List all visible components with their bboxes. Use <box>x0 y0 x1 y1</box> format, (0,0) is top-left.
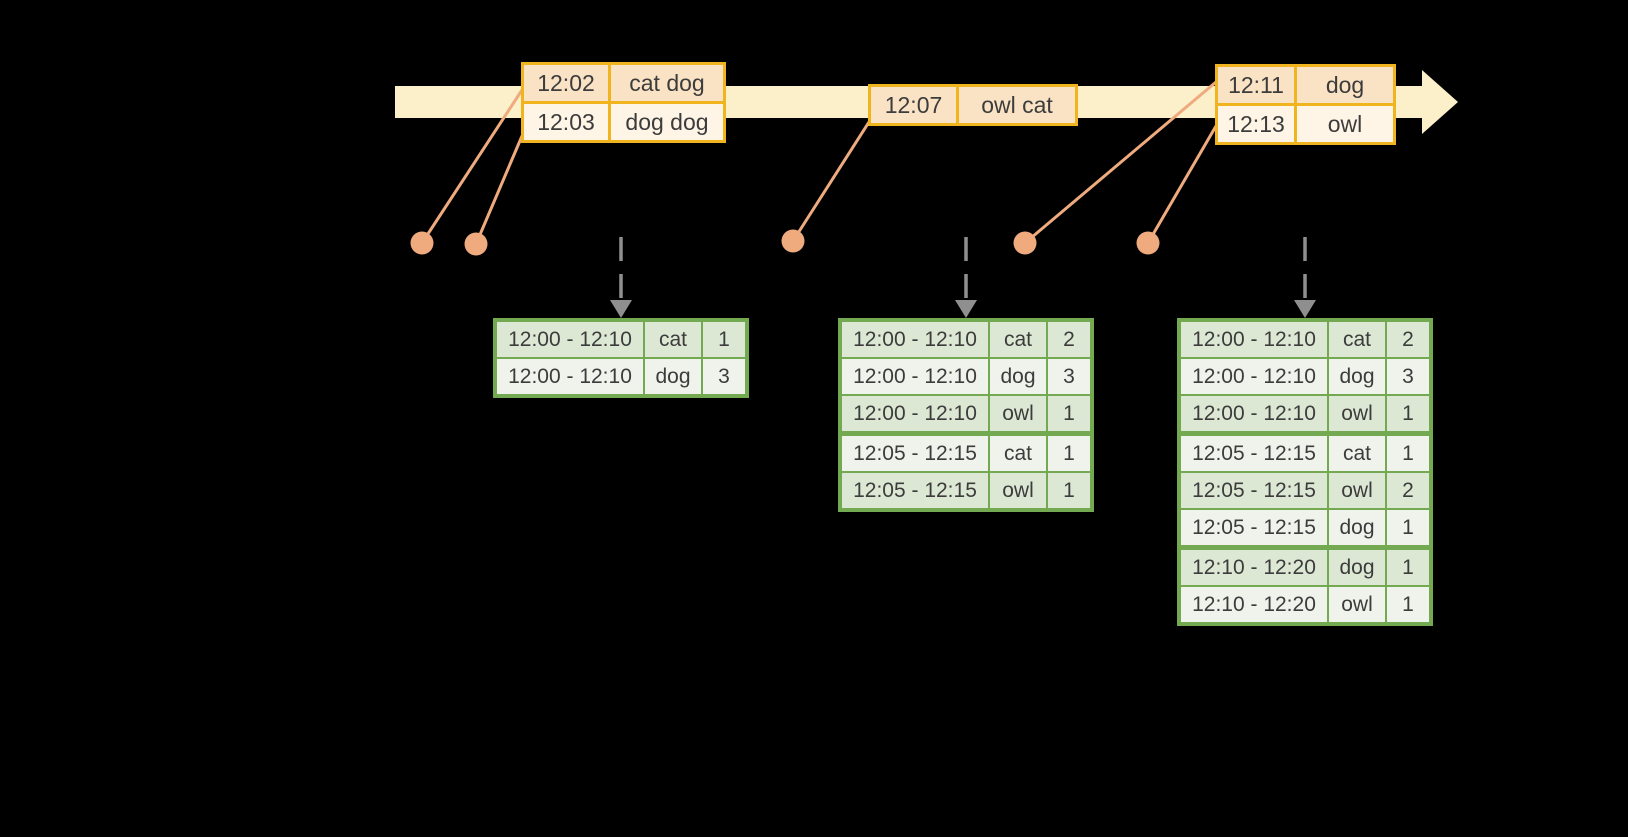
event-connector-line <box>791 120 871 243</box>
event-dot <box>410 231 434 255</box>
table-cell: 12:00 - 12:10 <box>497 322 643 357</box>
table-cell: 12:10 - 12:20 <box>1181 587 1327 622</box>
table-cell: owl <box>990 396 1046 431</box>
table-cell: 12:05 - 12:15 <box>842 473 988 508</box>
table-cell: cat <box>990 322 1046 357</box>
table-cell: owl <box>990 473 1046 508</box>
down-arrow-icon <box>610 300 632 318</box>
event-connector-line <box>420 88 524 245</box>
table-cell: owl <box>1329 473 1385 508</box>
table-cell: 1 <box>1048 473 1090 508</box>
event-connector-line <box>1023 80 1218 245</box>
table-cell: owl <box>1329 587 1385 622</box>
table-cell: 1 <box>1048 396 1090 431</box>
table-cell: 3 <box>703 359 745 394</box>
table-cell: 3 <box>1387 359 1429 394</box>
table-cell: dog dog <box>611 104 723 140</box>
event-dot <box>1013 231 1037 255</box>
table-cell: 1 <box>1387 396 1429 431</box>
table-cell: 1 <box>1387 436 1429 471</box>
table-cell: dog <box>1297 67 1393 103</box>
table-cell: 12:00 - 12:10 <box>1181 322 1327 357</box>
table-cell: dog <box>1329 510 1385 545</box>
table-cell: 2 <box>1387 473 1429 508</box>
table-cell: 1 <box>1387 587 1429 622</box>
down-arrow-icon <box>1294 300 1316 318</box>
table-cell: 12:05 - 12:15 <box>1181 436 1327 471</box>
table-cell: owl cat <box>959 87 1075 123</box>
table-cell: cat <box>1329 322 1385 357</box>
table-cell: 12:03 <box>524 104 608 140</box>
table-cell: 1 <box>1387 550 1429 585</box>
table-cell: dog <box>990 359 1046 394</box>
table-cell: 12:07 <box>871 87 956 123</box>
table-cell: 12:11 <box>1218 67 1294 103</box>
table-cell: cat dog <box>611 65 723 101</box>
table-cell: 1 <box>1387 510 1429 545</box>
event-connector-line <box>1146 124 1218 245</box>
event-dot <box>781 229 805 253</box>
timeline-arrowhead-icon <box>1422 70 1458 134</box>
event-dots <box>410 229 1160 256</box>
down-arrow-icon <box>955 300 977 318</box>
table-cell: dog <box>645 359 701 394</box>
table-cell: cat <box>1329 436 1385 471</box>
table-cell: 12:00 - 12:10 <box>842 396 988 431</box>
event-dot <box>1136 231 1160 255</box>
table-cell: 1 <box>703 322 745 357</box>
table-cell: 12:00 - 12:10 <box>842 322 988 357</box>
table-cell: 2 <box>1048 322 1090 357</box>
table-cell: 12:00 - 12:10 <box>1181 396 1327 431</box>
table-cell: 12:13 <box>1218 106 1294 142</box>
table-cell: owl <box>1297 106 1393 142</box>
table-cell: cat <box>990 436 1046 471</box>
table-cell: 12:00 - 12:10 <box>497 359 643 394</box>
table-cell: cat <box>645 322 701 357</box>
event-connector-lines <box>420 80 1218 246</box>
table-cell: 12:05 - 12:15 <box>1181 510 1327 545</box>
table-cell: 1 <box>1048 436 1090 471</box>
trigger-arrows <box>619 237 1307 301</box>
table-cell: 3 <box>1048 359 1090 394</box>
table-cell: 2 <box>1387 322 1429 357</box>
event-connector-line <box>474 134 524 246</box>
table-cell: 12:10 - 12:20 <box>1181 550 1327 585</box>
table-cell: 12:00 - 12:10 <box>1181 359 1327 394</box>
table-cell: owl <box>1329 396 1385 431</box>
table-cell: 12:00 - 12:10 <box>842 359 988 394</box>
event-dot <box>464 232 488 256</box>
table-cell: 12:02 <box>524 65 608 101</box>
trigger-arrowheads <box>610 300 1316 318</box>
table-cell: 12:05 - 12:15 <box>842 436 988 471</box>
table-cell: 12:05 - 12:15 <box>1181 473 1327 508</box>
table-cell: dog <box>1329 550 1385 585</box>
table-cell: dog <box>1329 359 1385 394</box>
